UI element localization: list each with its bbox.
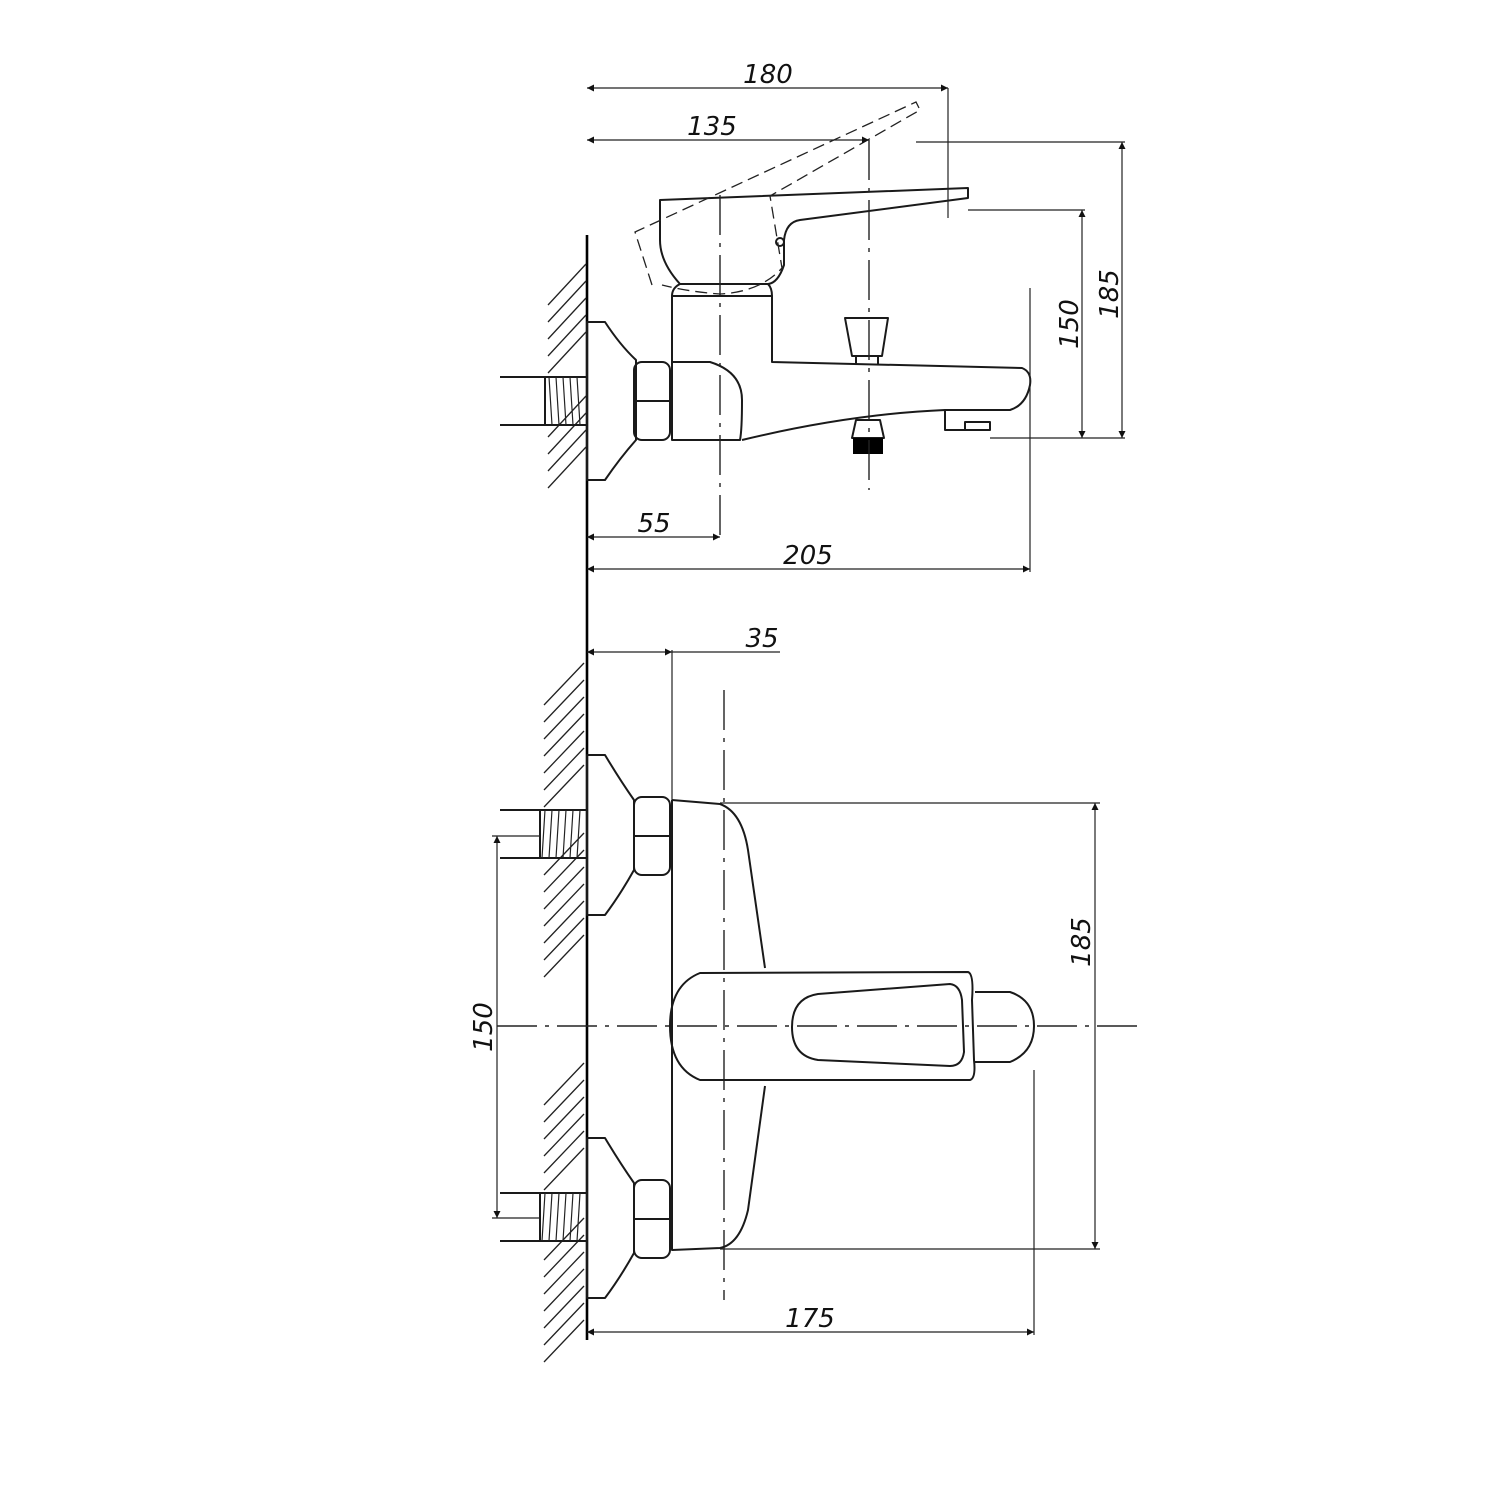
dimension-135: 135 — [587, 112, 869, 144]
side-lever-pin — [775, 237, 785, 247]
svg-text:205: 205 — [783, 541, 833, 571]
dimension-35: 35 — [587, 624, 780, 656]
front-upper-escutcheon — [586, 754, 635, 916]
front-lever — [669, 971, 976, 1081]
svg-text:55: 55 — [637, 509, 670, 539]
side-shower-outlet — [851, 419, 885, 454]
dimension-55: 55 — [587, 509, 720, 541]
side-body — [671, 361, 743, 441]
side-nut — [633, 361, 671, 441]
front-lower-nut — [633, 1179, 671, 1259]
svg-text:180: 180 — [743, 60, 793, 90]
svg-text:175: 175 — [785, 1304, 835, 1334]
svg-text:135: 135 — [687, 112, 737, 142]
front-view: 35 185 150 175 — [469, 624, 1142, 1336]
svg-text:185: 185 — [1095, 269, 1125, 319]
side-view: 180 135 185 150 55 205 — [500, 60, 1126, 573]
side-diverter-knob — [844, 317, 889, 365]
dimension-180: 180 — [587, 60, 948, 92]
dimension-185-front: 185 — [1067, 803, 1099, 1249]
svg-text:150: 150 — [469, 1002, 499, 1052]
wall-hatching-top — [547, 263, 587, 489]
front-body — [671, 799, 766, 1251]
dimension-205: 205 — [587, 541, 1030, 573]
wall-hatching-bottom — [543, 1062, 585, 1363]
front-lower-inlet-pipe — [500, 1192, 588, 1242]
dimension-150-front: 150 — [469, 836, 501, 1218]
wall-hatching-middle — [543, 662, 585, 978]
side-escutcheon — [586, 321, 637, 481]
front-lower-escutcheon — [586, 1137, 635, 1299]
dimension-150-side: 150 — [1055, 210, 1086, 438]
svg-text:185: 185 — [1067, 917, 1097, 967]
front-upper-inlet-pipe — [500, 809, 588, 859]
svg-text:35: 35 — [745, 624, 778, 654]
svg-text:150: 150 — [1055, 299, 1085, 349]
front-upper-nut — [633, 796, 671, 876]
side-lever — [659, 187, 969, 285]
dimension-185-side: 185 — [1095, 142, 1126, 438]
side-inlet-pipe — [500, 376, 588, 426]
dimension-175: 175 — [587, 1304, 1034, 1336]
side-lever-raised-outline — [634, 101, 921, 295]
front-lever-inner-cutout — [791, 983, 965, 1067]
front-end-cap — [975, 991, 1035, 1063]
